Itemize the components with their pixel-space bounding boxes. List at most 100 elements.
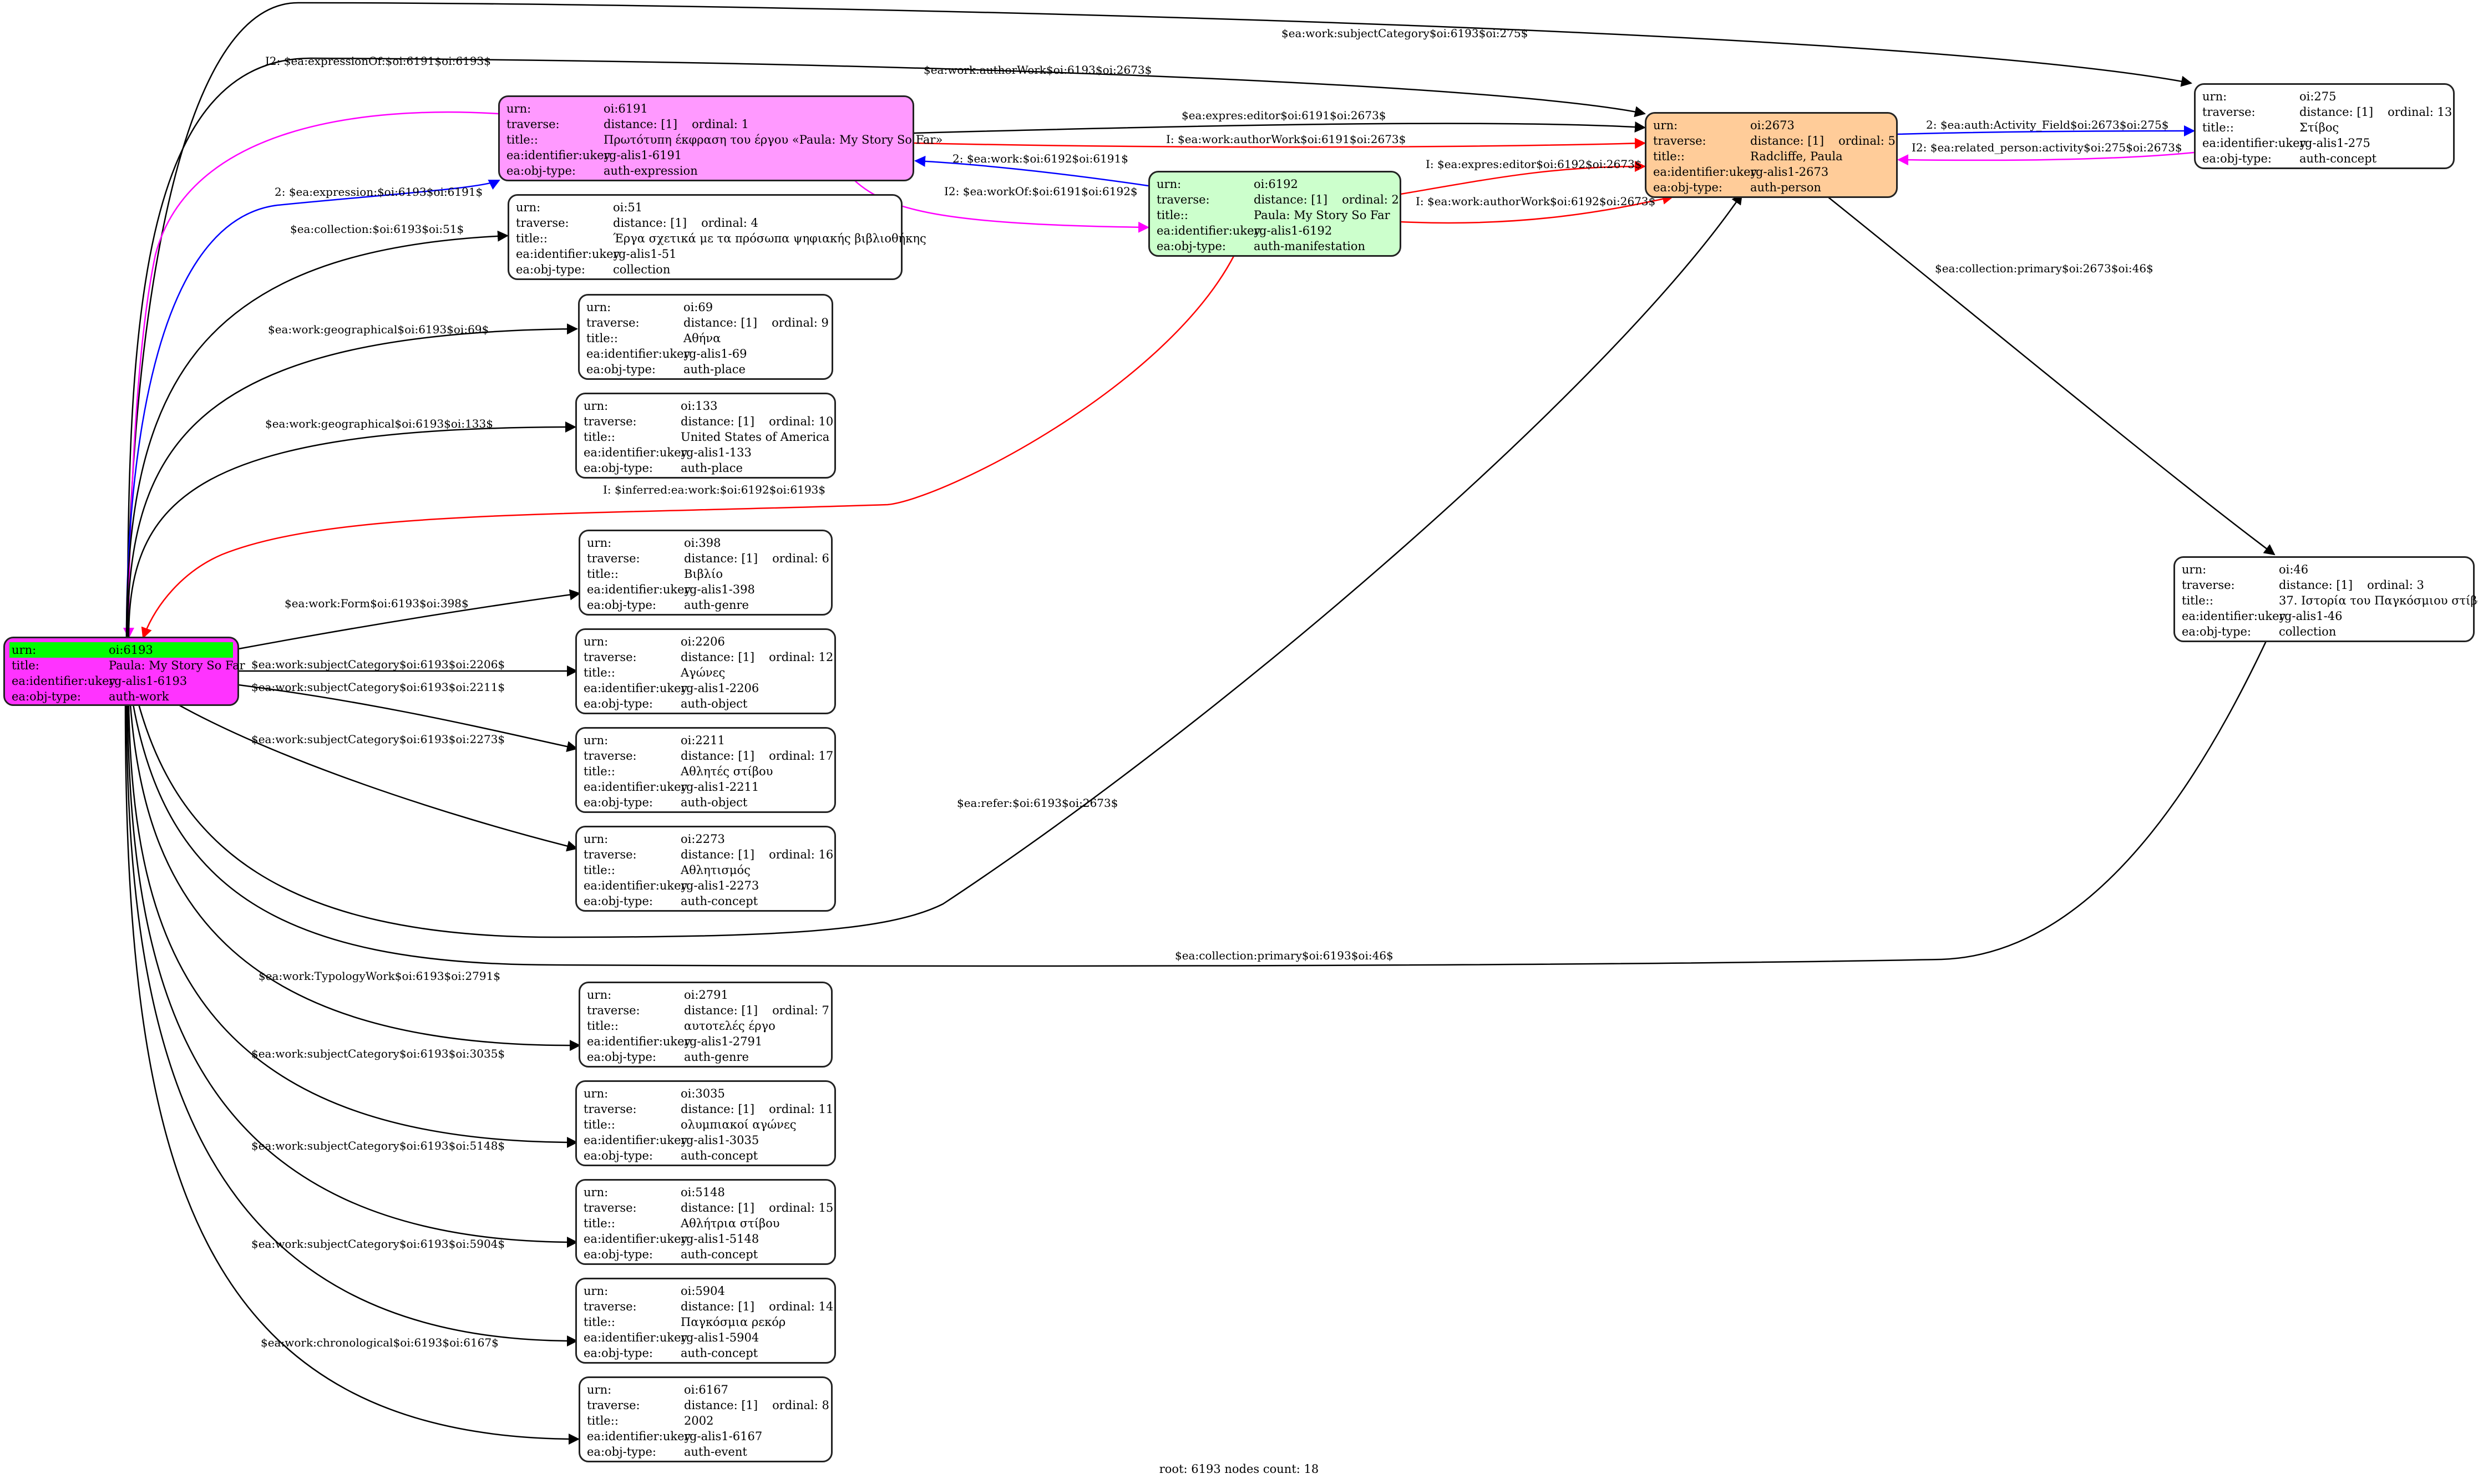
edge-label: $ea:work:authorWork$oi:6193$oi:2673$: [924, 63, 1152, 77]
traverse-value: distance: [1]: [684, 552, 758, 565]
edge-label: I: $ea:work:authorWork$oi:6192$oi:2673$: [1416, 195, 1655, 208]
ordinal-value: ordinal: 16: [769, 848, 834, 861]
urn-value: oi:2206: [681, 635, 725, 648]
field-label: traverse:: [584, 1102, 637, 1116]
field-label: title::: [1157, 209, 1188, 222]
edge-expres-editor-6191: [913, 121, 1646, 134]
ukey-value: rg-alis1-51: [613, 247, 677, 261]
traverse-value: distance: [1]: [604, 118, 678, 131]
ordinal-value: ordinal: 4: [701, 216, 758, 230]
title-value: Paula: My Story So Far: [1254, 209, 1390, 222]
ukey-value: rg-alis1-275: [2299, 136, 2370, 150]
ukey-value: rg-alis1-5148: [681, 1232, 759, 1246]
field-label: title::: [2202, 121, 2234, 134]
ordinal-value: ordinal: 10: [769, 415, 834, 428]
objtype-value: auth-object: [681, 796, 748, 809]
field-label: urn:: [584, 1186, 609, 1199]
edge-label: $ea:work:subjectCategory$oi:6193$oi:3035…: [251, 1047, 505, 1060]
field-label: urn:: [2202, 90, 2227, 103]
field-label: traverse:: [1653, 134, 1706, 148]
objtype-value: auth-genre: [684, 598, 749, 612]
ordinal-value: ordinal: 8: [772, 1399, 829, 1412]
objtype-value: auth-concept: [2299, 152, 2377, 165]
edge-authorwork-i-6192: [1400, 194, 1674, 224]
ukey-value: rg-alis1-6193: [109, 674, 188, 688]
urn-value: oi:3035: [681, 1087, 725, 1100]
urn-value: oi:6191: [604, 102, 648, 115]
field-label: ea:identifier:ukey: [586, 347, 691, 360]
field-label: title::: [587, 1019, 619, 1033]
edge-authorwork-i-6191: [913, 138, 1646, 149]
ukey-value: rg-alis1-46: [2279, 609, 2343, 623]
edge-label: $ea:work:Form$oi:6193$oi:398$: [285, 597, 469, 610]
edge-label: $ea:work:subjectCategory$oi:6193$oi:5148…: [251, 1139, 505, 1152]
ordinal-value: ordinal: 2: [1342, 193, 1399, 206]
title-value: Στίβος: [2299, 121, 2339, 134]
urn-value: oi:69: [683, 301, 713, 314]
urn-value: oi:2273: [681, 832, 725, 846]
title-value: Αθλήτρια στίβου: [681, 1217, 780, 1230]
edge-chronological-6167: [124, 704, 580, 1445]
field-label: title::: [516, 232, 548, 245]
field-label: traverse:: [506, 118, 560, 131]
field-label: title::: [2182, 594, 2213, 607]
ordinal-value: ordinal: 6: [772, 552, 829, 565]
field-label: ea:identifier:ukey: [2182, 609, 2286, 623]
title-value: Πρωτότυπη έκφραση του έργου «Paula: My S…: [604, 133, 943, 146]
title-value: Αθλητές στίβου: [681, 765, 773, 778]
edge-label: I: $ea:expres:editor$oi:6192$oi:2673$: [1426, 157, 1642, 171]
field-label: urn:: [1653, 119, 1678, 132]
traverse-value: distance: [1]: [683, 316, 758, 329]
title-value: Paula: My Story So Far: [109, 659, 245, 672]
ukey-value: rg-alis1-133: [681, 446, 752, 459]
edge-label: I2: $ea:related_person:activity$oi:275$o…: [1912, 141, 2182, 154]
traverse-value: distance: [1]: [681, 415, 755, 428]
field-label: urn:: [516, 201, 541, 214]
field-label: traverse:: [2182, 578, 2235, 592]
edge-label: $ea:work:subjectCategory$oi:6193$oi:2211…: [251, 680, 505, 694]
field-label: title:: [12, 659, 39, 672]
field-label: ea:obj-type:: [587, 1050, 656, 1064]
edge-label: $ea:work:subjectCategory$oi:6193$oi:5904…: [251, 1237, 505, 1251]
ordinal-value: ordinal: 11: [769, 1102, 834, 1116]
urn-value: oi:5904: [681, 1284, 725, 1298]
objtype-value: auth-place: [683, 363, 746, 376]
field-label: traverse:: [587, 552, 640, 565]
field-label: urn:: [584, 832, 609, 846]
field-label: title::: [584, 666, 615, 679]
node-root-6193[interactable]: urn: oi:6193 title:Paula: My Story So Fa…: [3, 637, 245, 706]
field-label: ea:identifier:ukey: [516, 247, 620, 261]
objtype-value: auth-genre: [684, 1050, 749, 1064]
field-label: traverse:: [584, 415, 637, 428]
objtype-value: collection: [613, 263, 671, 276]
edge-expression: [125, 179, 500, 638]
ordinal-value: ordinal: 9: [772, 316, 829, 329]
edge-label: $ea:work:TypologyWork$oi:6193$oi:2791$: [259, 969, 500, 983]
edge-activity-field: [1897, 125, 2195, 137]
field-label: title::: [506, 133, 538, 146]
field-label: ea:identifier:ukey: [584, 879, 688, 892]
field-label: ea:obj-type:: [2182, 625, 2251, 638]
objtype-value: auth-event: [684, 1445, 747, 1458]
edge-subjectcategory-5904: [125, 704, 578, 1347]
field-label: ea:obj-type:: [586, 363, 656, 376]
